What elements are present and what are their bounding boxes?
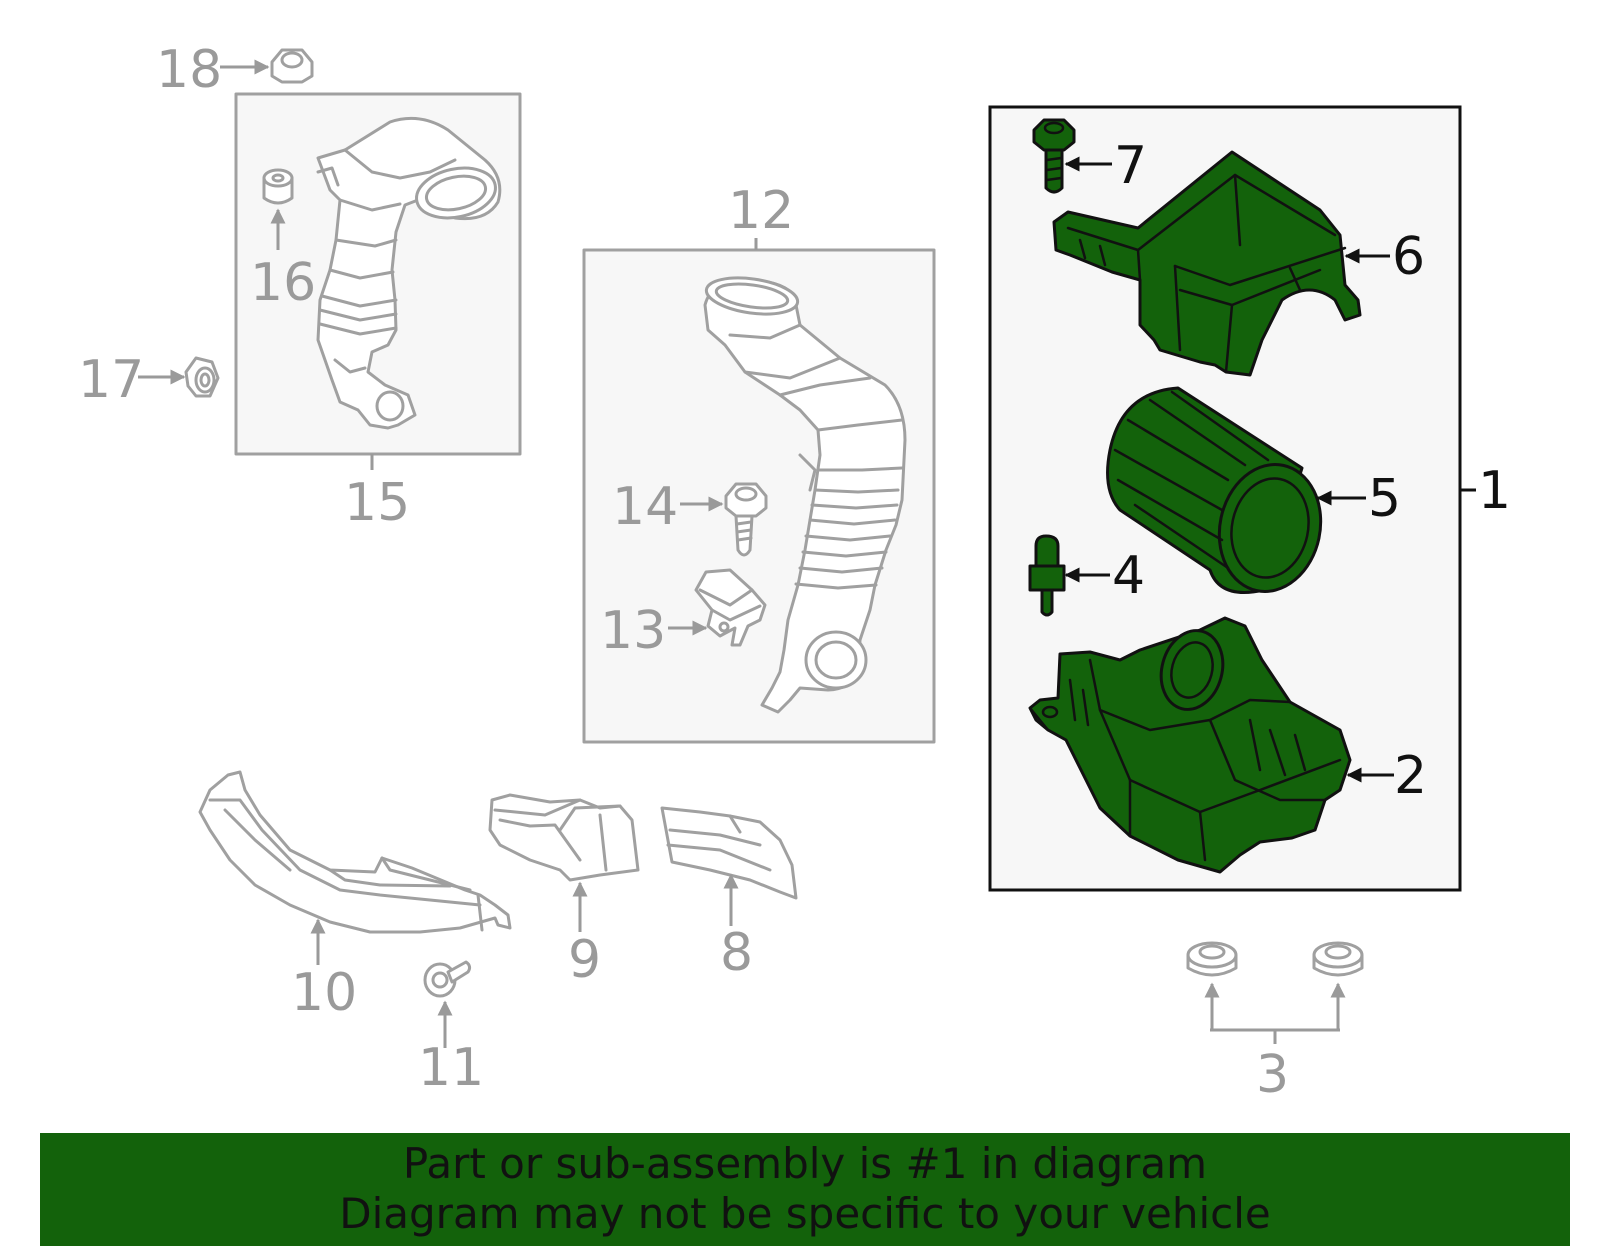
callout-16: 16 bbox=[250, 253, 316, 313]
callout-18: 18 bbox=[156, 40, 222, 100]
part-9-duct[interactable] bbox=[488, 793, 640, 932]
part-8-duct-shield[interactable] bbox=[660, 806, 798, 926]
part-3-grommets[interactable] bbox=[1186, 941, 1364, 1044]
callout-2: 2 bbox=[1394, 746, 1427, 806]
part-2-airbox-lower[interactable] bbox=[1028, 616, 1394, 874]
part-14-bolt[interactable] bbox=[680, 482, 768, 557]
callout-6: 6 bbox=[1392, 227, 1425, 287]
info-banner: Part or sub-assembly is #1 in diagram Di… bbox=[40, 1133, 1570, 1246]
callout-14: 14 bbox=[612, 477, 678, 537]
callout-10: 10 bbox=[291, 963, 357, 1023]
callout-4: 4 bbox=[1112, 546, 1145, 606]
part-6-airbox-cover[interactable] bbox=[1052, 150, 1390, 377]
banner-line-1: Part or sub-assembly is #1 in diagram bbox=[402, 1139, 1208, 1188]
part-4-sensor[interactable] bbox=[1028, 534, 1110, 617]
callout-15: 15 bbox=[344, 473, 410, 533]
callout-3: 3 bbox=[1256, 1045, 1289, 1105]
callout-13: 13 bbox=[600, 601, 666, 661]
part-15-intake-tube[interactable] bbox=[316, 116, 502, 430]
part-18-nut[interactable] bbox=[220, 48, 314, 84]
part-11-push-pin[interactable] bbox=[423, 960, 472, 1048]
callout-7: 7 bbox=[1114, 136, 1147, 196]
part-16-grommet[interactable] bbox=[262, 168, 294, 250]
part-10-air-duct[interactable] bbox=[198, 770, 512, 965]
part-13-bracket[interactable] bbox=[668, 568, 767, 647]
part-5-air-filter[interactable] bbox=[1106, 386, 1366, 601]
callout-12: 12 bbox=[728, 181, 794, 241]
callout-11: 11 bbox=[418, 1038, 484, 1098]
callout-8: 8 bbox=[720, 923, 753, 983]
part-17-clip[interactable] bbox=[138, 356, 220, 398]
callout-1: 1 bbox=[1478, 461, 1511, 521]
callout-17: 17 bbox=[78, 350, 144, 410]
callout-5: 5 bbox=[1368, 469, 1401, 529]
part-7-bolt[interactable] bbox=[1032, 118, 1112, 194]
callout-9: 9 bbox=[568, 930, 601, 990]
banner-line-2: Diagram may not be specific to your vehi… bbox=[339, 1189, 1271, 1238]
part-12-intake-hose[interactable] bbox=[703, 273, 907, 714]
